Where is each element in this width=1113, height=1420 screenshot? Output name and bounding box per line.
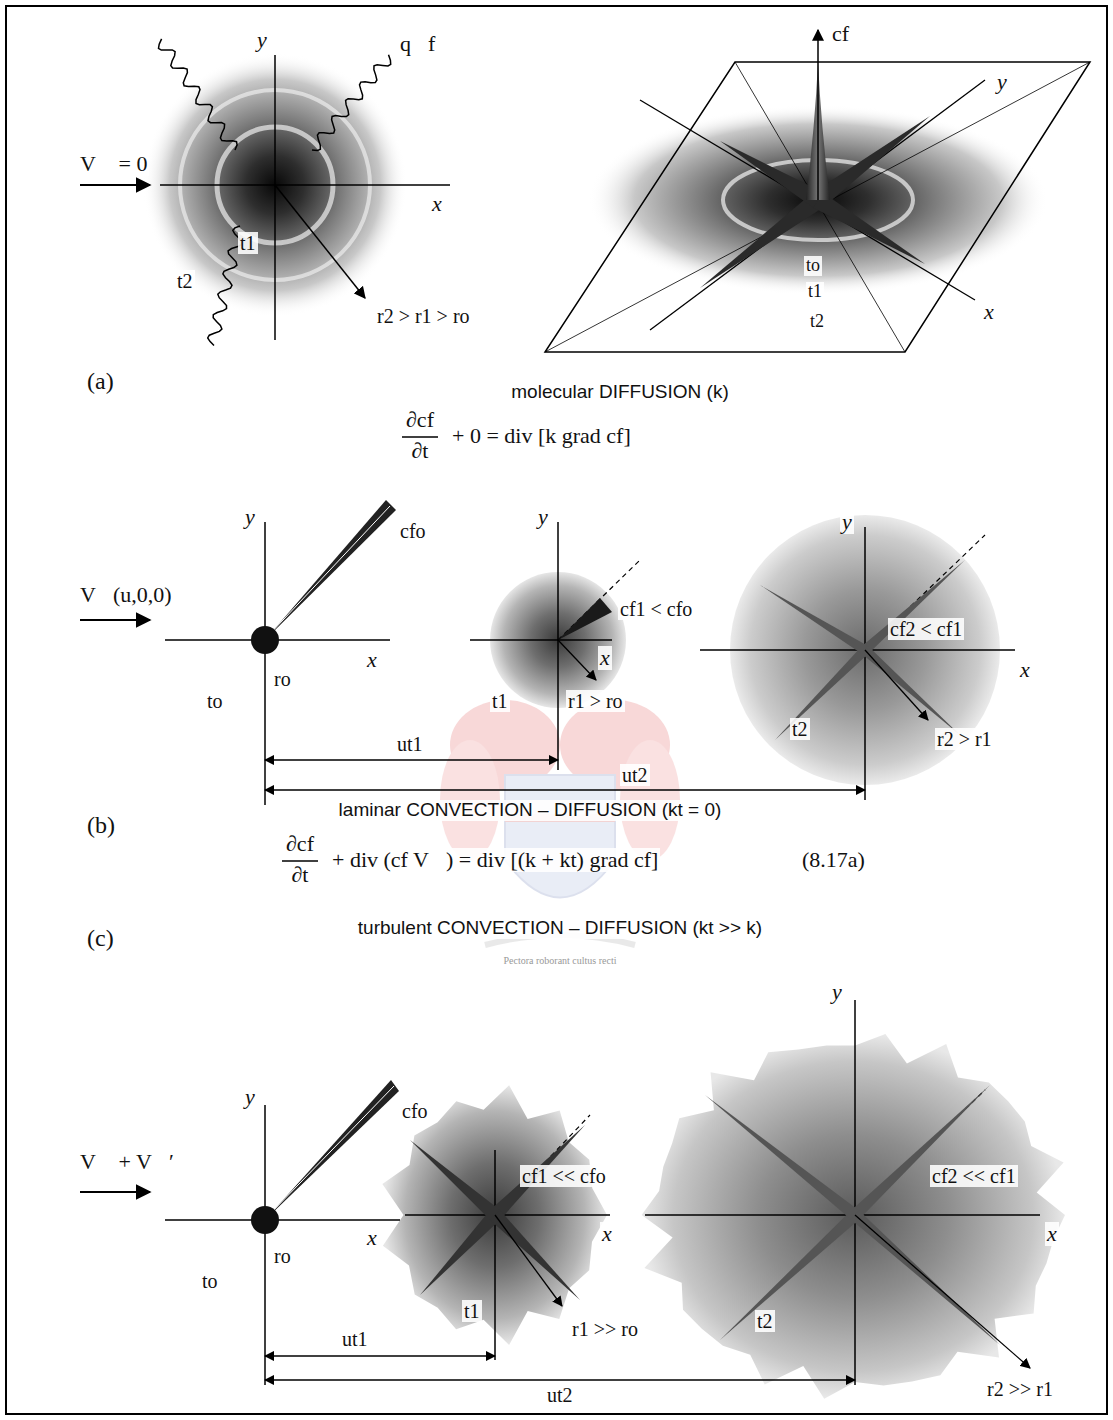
concentration-ridge [862,646,960,735]
process-title: turbulent CONVECTION – DIFFUSION (kt >> … [356,918,764,939]
equation-body: + div (cf V⃗) = div [(k + kt) grad cf] [330,848,660,872]
velocity-label: V⃗ = 0 [78,152,149,176]
equation-body: + 0 = div [k grad cf] [450,424,633,448]
dimension-label: ut1 [340,1328,370,1350]
concentration-ridge [720,1211,859,1340]
fraction-bar [282,860,318,861]
axis-label: y [255,28,269,52]
heat-flux-wave [159,39,238,150]
time-label: t1 [490,690,510,712]
axis-label: y [243,1085,257,1109]
axis-label: cf [830,22,851,46]
concentration-ridge [420,1210,500,1295]
concentration-label: cf1 << cfo [520,1165,608,1187]
laminar-convection-diffusion [80,500,1015,805]
panel-letter: (a) [85,368,116,394]
time-label: t1 [238,232,258,254]
radius-label: ro [272,1245,293,1267]
time-label: t1 [462,1300,482,1322]
axis-label: x [1018,658,1032,682]
dimension-label: ut1 [395,733,425,755]
time-label: t2 [790,718,810,740]
time-label: t2 [175,270,195,292]
axis-label: y [995,70,1009,94]
equation-number: (8.17a) [800,848,867,872]
axis-label: x [600,1222,614,1246]
axis-label: y [243,505,257,529]
time-label: t2 [755,1310,775,1332]
fraction-bar [402,436,438,437]
concentration-ridge [862,560,965,654]
radius-label: r2 > r1 [935,728,994,750]
panel-letter: (b) [85,812,117,838]
diffusion-surface-view [545,30,1090,352]
process-title: laminar CONVECTION – DIFFUSION (kt = 0) [337,800,724,821]
axis-label: x [365,1226,379,1250]
concentration-label: cfo [400,1100,430,1122]
watermark-crest [440,700,680,945]
diffusion-plan-view [80,39,450,346]
axis-label: x [430,192,444,216]
heat-flux-wave [208,226,242,346]
time-label: to [804,256,822,276]
concentration-ridge [775,647,869,741]
axis-label: y [840,510,854,534]
dimension-label: ut2 [545,1384,575,1406]
concentration-label: cfo [398,520,428,542]
flux-label: q⃗f [398,32,437,56]
axis-label: x [1045,1222,1059,1246]
concentration-ridges [760,560,965,740]
dimension-label: ut2 [620,764,650,786]
concentration-ridge [410,1140,500,1220]
axis-label: x [365,648,379,672]
watermark-motto: Pectora roborant cultus recti [502,955,619,966]
axis-label: x [598,646,612,670]
concentration-ridge [813,192,925,264]
axis-label: y [536,505,550,529]
turbulent-cloud [642,1034,1065,1399]
concentration-ridge [851,1085,990,1219]
concentration-ridge [700,193,823,288]
velocity-label: V⃗(u,0,0) [78,583,174,607]
equation-denominator: ∂t [410,439,431,463]
time-label: to [205,690,225,712]
concentration-ridges [410,1125,585,1300]
concentration-ridge [813,116,930,207]
concentration-ridge [760,585,868,654]
radius-label: r2 > r1 > ro [375,305,472,327]
concentration-label: cf2 << cf1 [930,1165,1018,1187]
radius-label: r1 > ro [566,690,625,712]
axis-label: y [830,980,844,1004]
concentration-label: cf2 < cf1 [888,618,964,640]
process-title: molecular DIFFUSION (k) [509,382,730,403]
concentration-ridges [705,1085,1000,1345]
heat-flux-wave [312,55,391,151]
concentration-ridge [705,1095,859,1220]
time-label: t2 [808,312,826,332]
equation-numerator: ∂cf [284,832,316,856]
turbulent-convection-diffusion [80,1000,1065,1399]
radius-label: r2 >> r1 [985,1378,1055,1400]
concentration-ridge [490,1210,580,1300]
equation-denominator: ∂t [290,863,311,887]
equation-numerator: ∂cf [404,408,436,432]
time-label: t1 [806,282,824,302]
radius-label: r1 >> ro [570,1318,640,1340]
figure-frame [6,6,1107,1414]
radius-label: ro [272,668,293,690]
panel-letter: (c) [85,925,116,951]
concentration-label: cf1 < cfo [618,598,694,620]
axis-label: x [982,300,996,324]
velocity-label: V⃗ + V⃗′ [78,1150,176,1174]
time-label: to [200,1270,220,1292]
